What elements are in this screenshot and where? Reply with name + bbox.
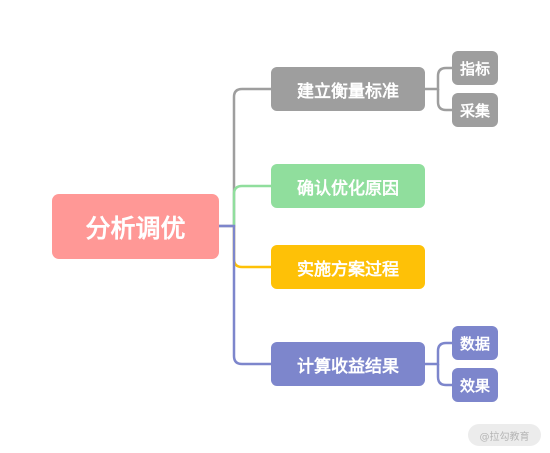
- leaf-node-collection: 采集: [452, 93, 498, 127]
- connector-root-branch-3: [232, 226, 271, 269]
- leaf-node-effect: 效果: [452, 368, 498, 402]
- connector-root-branch-1: [219, 87, 271, 228]
- watermark: @拉勾教育: [468, 424, 541, 446]
- branch-node-3: 实施方案过程: [271, 245, 425, 289]
- connector-root-branch-2: [232, 184, 271, 226]
- branch-node-1: 建立衡量标准: [271, 67, 425, 111]
- branch-node-2: 确认优化原因: [271, 164, 425, 208]
- root-node: 分析调优: [52, 194, 219, 259]
- connector-branch-4-leaf-2: [436, 364, 452, 387]
- leaf-node-data: 数据: [452, 326, 498, 360]
- leaf-node-metrics: 指标: [452, 51, 498, 85]
- branch-node-4: 计算收益结果: [271, 342, 425, 386]
- connector-branch-1-leaf-2: [436, 89, 452, 112]
- connector-root-branch-4: [219, 224, 271, 366]
- connector-branch-1-leaf-1: [425, 66, 452, 91]
- connector-branch-4-leaf-1: [425, 341, 452, 366]
